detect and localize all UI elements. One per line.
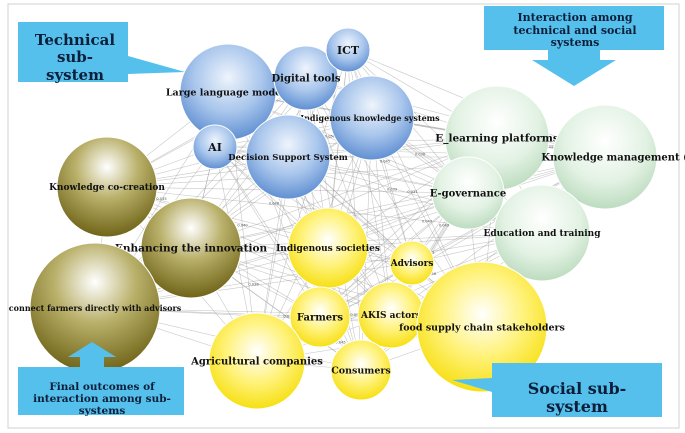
- node-agco: Agricultural companies: [190, 312, 323, 410]
- node-circle-dss: [245, 114, 331, 200]
- node-circle-innov: [140, 197, 242, 299]
- edge-weight-label: 0.038: [248, 283, 259, 287]
- callout-interaction: [484, 6, 664, 86]
- node-layer: Large language models Digital tools ICT Ind…: [9, 27, 685, 410]
- node-circle-km: [552, 104, 658, 210]
- node-circle-farmers: [289, 286, 351, 348]
- node-label-dss: Decision Support System: [228, 153, 347, 163]
- edge-weight-label: 0.036: [415, 153, 426, 157]
- node-innov: Enhancing the innovation: [115, 197, 268, 299]
- edge-weight-label: 0.047: [422, 220, 432, 224]
- node-egov: E-governance: [430, 156, 507, 230]
- edge-digital-advisors: [305, 77, 413, 264]
- node-label-edu: Education and training: [483, 229, 601, 239]
- node-label-ai: AI: [207, 141, 222, 154]
- node-circle-fscs: [416, 261, 548, 393]
- callout-interaction-shape: [484, 6, 664, 86]
- node-label-indsoc: Indigenous societies: [276, 244, 380, 254]
- node-label-iks: Indigenous knowledge systems: [300, 113, 440, 123]
- node-circle-ict: [325, 27, 371, 73]
- callout-social: [452, 363, 662, 417]
- node-label-elearn: E_learning platforms: [435, 133, 559, 146]
- edge-weight-label: 0.035: [156, 197, 166, 201]
- node-label-fscs: food supply chain stakeholders: [399, 322, 565, 333]
- callout-social-shape: [452, 363, 662, 417]
- node-label-agco: Agricultural companies: [190, 357, 323, 368]
- node-advisors: Advisors: [389, 240, 435, 286]
- callout-final-text: Final outcomes of interaction among sub-…: [33, 381, 171, 418]
- node-circle-egov: [431, 156, 505, 230]
- node-ict: ICT: [325, 27, 371, 73]
- edge-kcc-akis: [106, 186, 392, 316]
- node-label-digital: Digital tools: [271, 74, 340, 85]
- node-kcc: Knowledge co-creation: [49, 136, 165, 238]
- edge-weight-label: 0.045: [380, 160, 390, 164]
- node-label-km: Knowledge management (K: [541, 153, 685, 164]
- node-label-egov: E-governance: [430, 189, 507, 200]
- callout-social-text: Social sub-system: [527, 379, 627, 417]
- node-circle-agco: [208, 312, 306, 410]
- node-label-connect: connect farmers directly with advisors: [9, 303, 182, 313]
- node-ai: AI: [192, 124, 238, 170]
- node-circle-iks: [329, 75, 415, 161]
- node-label-farmers: Farmers: [297, 313, 344, 324]
- callout-final: [18, 342, 184, 415]
- callout-interaction-text: Interaction among technical and social s…: [513, 11, 637, 50]
- node-label-ict: ICT: [337, 44, 360, 57]
- edge-weight-label: 0.031: [407, 190, 417, 194]
- edge-weight-label: 0.058: [325, 135, 336, 139]
- node-circle-edu: [493, 184, 591, 282]
- node-circle-advisors: [389, 240, 435, 286]
- node-iks: Indigenous knowledge systems: [300, 75, 440, 161]
- node-digital: Digital tools: [271, 45, 341, 111]
- node-farmers: Farmers: [289, 286, 351, 348]
- node-circle-kcc: [56, 136, 158, 238]
- node-label-kcc: Knowledge co-creation: [49, 183, 165, 193]
- callout-technical-shape: [18, 22, 185, 82]
- edge-weight-label: 0.045: [335, 341, 345, 345]
- edge-weight-label: 0.029: [546, 145, 557, 149]
- edge-weight-label: 0.048: [269, 202, 280, 206]
- node-consumers: Consumers: [330, 339, 392, 401]
- node-circle-digital: [273, 45, 339, 111]
- node-label-advisors: Advisors: [390, 259, 434, 269]
- node-label-llm: Large language models: [166, 87, 290, 98]
- node-edu: Education and training: [483, 184, 601, 282]
- node-circle-ai: [192, 124, 238, 170]
- node-km: Knowledge management (K: [541, 104, 685, 210]
- node-akis: AKIS actors: [357, 281, 425, 349]
- callout-final-shape: [18, 342, 184, 415]
- edge-weight-label: 0.039: [387, 188, 398, 192]
- edge-weight-label: 0.065: [283, 315, 293, 319]
- edge-elearn-innov: [190, 137, 498, 249]
- node-label-akis: AKIS actors: [360, 311, 421, 321]
- callout-technical: [18, 22, 185, 82]
- edge-weight-label: 0.049: [439, 224, 450, 228]
- node-dss: Decision Support System: [228, 114, 348, 200]
- node-fscs: food supply chain stakeholders: [399, 261, 565, 393]
- node-label-consumers: Consumers: [331, 365, 391, 376]
- callout-technical-text: Technical sub-system: [34, 31, 116, 84]
- edge-digital-akis: [305, 77, 392, 316]
- edge-weight-label: 0.040: [237, 224, 248, 228]
- node-circle-consumers: [330, 339, 392, 401]
- edge-weight-label: 0.052: [350, 313, 360, 317]
- node-label-innov: Enhancing the innovation: [115, 243, 268, 255]
